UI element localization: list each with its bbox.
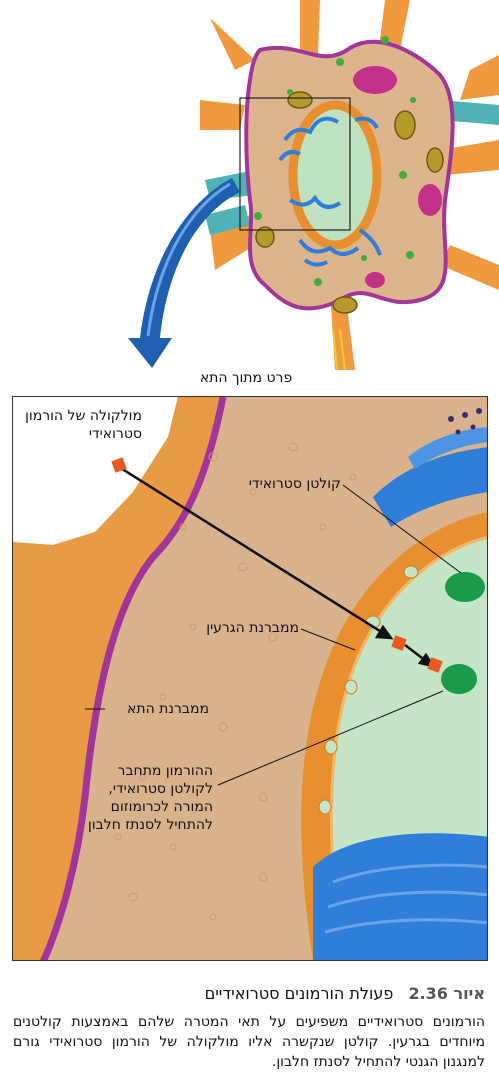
figure-title: פעולת הורמונים סטרואידיים <box>204 984 394 1003</box>
zoom-arrow <box>128 178 240 368</box>
vesicles <box>254 36 416 286</box>
cell-membrane <box>40 397 227 960</box>
hormone-molecule-bound <box>427 657 443 673</box>
cytoplasm-speckles <box>114 442 357 921</box>
cell-illustration <box>128 0 499 371</box>
hormone-molecule <box>111 457 127 473</box>
rough-er-top <box>373 408 487 527</box>
figure-number: איור 2.36 <box>408 984 485 1003</box>
detail-illustration <box>13 397 487 960</box>
label-nuclear-membrane: ממברנת הגרעין <box>206 620 299 636</box>
nucleus <box>288 100 382 250</box>
endoplasmic-reticulum <box>278 116 382 267</box>
label-steroid-hormone-molecule: מולקולה של הורמון סטרואידי <box>25 408 142 442</box>
receptor-bound <box>441 664 477 694</box>
figure-caption-title: איור 2.36 פעולת הורמונים סטרואידיים <box>205 984 485 1003</box>
label-hormone-binds-receptor: ההורמון מתחבר לקולטן סטרואידי, המורה לכר… <box>88 763 213 833</box>
label-steroid-receptor: קולטן סטרואידי <box>248 476 341 492</box>
detail-view: מולקולה של הורמון סטרואידי קולטן סטרואיד… <box>12 396 488 961</box>
detail-caption: פרט מתוך התא <box>199 370 293 386</box>
leader-lines <box>85 484 462 786</box>
detail-selection-box <box>239 97 351 231</box>
hormone-molecule-nuclear <box>391 635 407 651</box>
mitochondria <box>255 91 444 314</box>
figure-caption-text: הורמונים סטרואידיים משפיעים על תאי המטרה… <box>13 1014 485 1070</box>
rough-er-bottom <box>313 833 487 960</box>
axon-lines <box>332 329 346 371</box>
extracellular-region <box>13 397 223 960</box>
lysosomes <box>353 66 442 288</box>
label-cell-membrane: ממברנת התא <box>127 701 209 717</box>
steroid-receptor <box>445 572 485 602</box>
teal-processes <box>205 100 499 235</box>
